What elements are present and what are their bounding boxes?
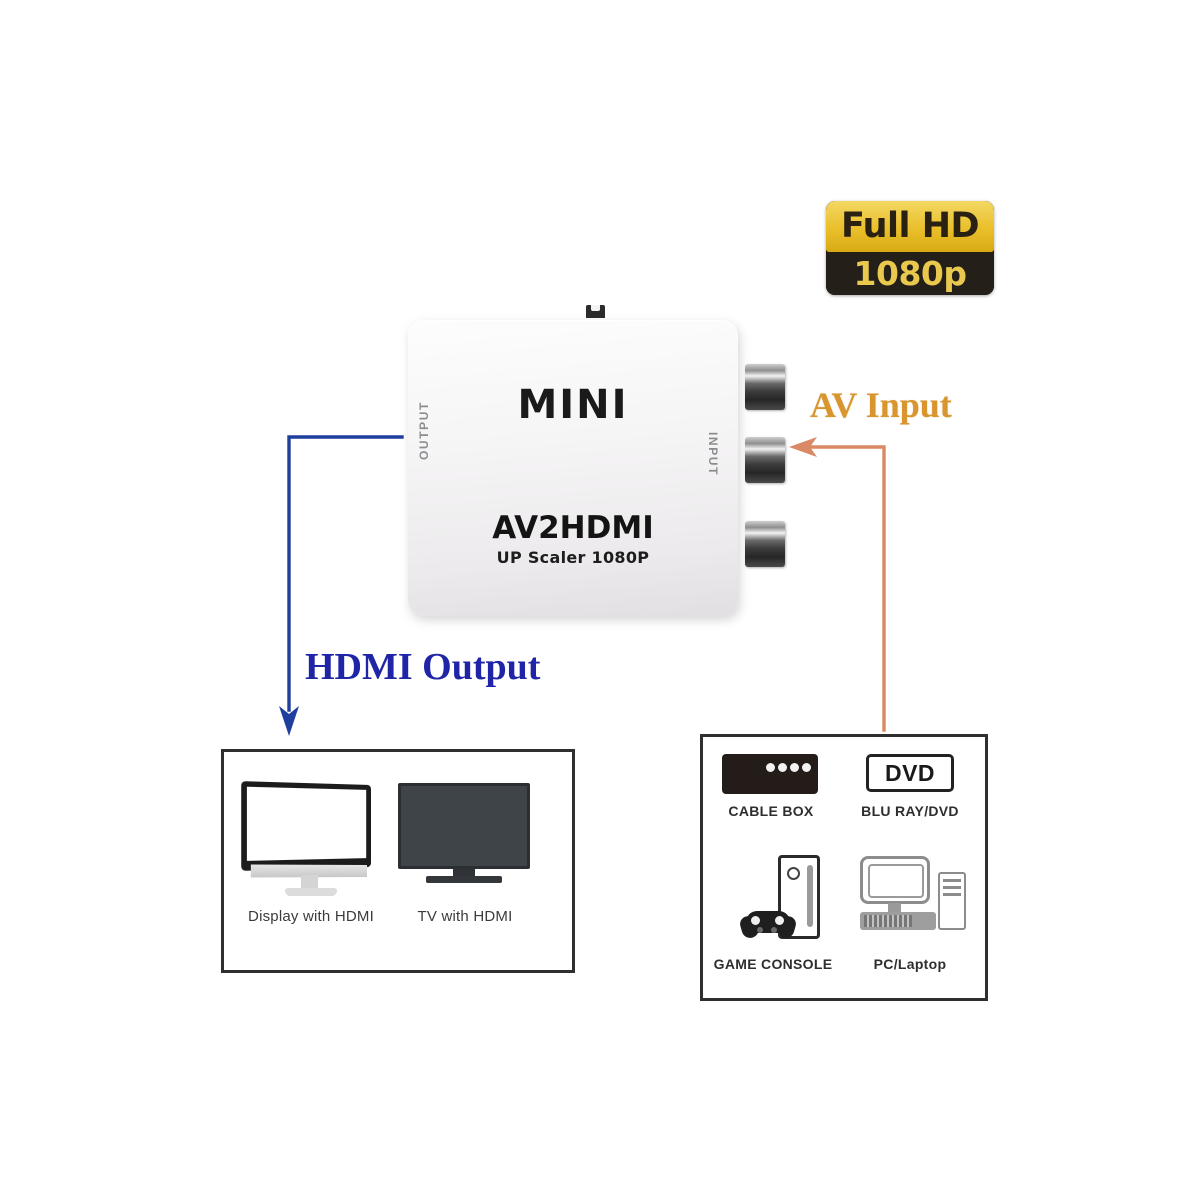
cable-box-led bbox=[766, 763, 775, 772]
gamepad-dpad bbox=[751, 916, 760, 925]
full-hd-badge-top-label: Full HD bbox=[840, 206, 980, 246]
rca-jack-audio-left bbox=[745, 437, 785, 483]
dvd-icon: DVD bbox=[866, 754, 954, 792]
source-caption-cable-box: CABLE BOX bbox=[728, 803, 814, 819]
av-input-arrow bbox=[789, 437, 886, 732]
console-disc-slot bbox=[807, 865, 813, 927]
pc-tower-bay bbox=[943, 893, 961, 896]
pc-keyboard bbox=[860, 912, 936, 930]
source-caption-pc-laptop: PC/Laptop bbox=[873, 956, 947, 972]
full-hd-badge: Full HD 1080p bbox=[826, 201, 994, 295]
pc-monitor-stand bbox=[888, 903, 901, 913]
pc-monitor-screen bbox=[868, 864, 924, 898]
full-hd-badge-bottom-label: 1080p bbox=[853, 254, 967, 293]
tv-base bbox=[426, 876, 502, 883]
hdmi-output-arrow bbox=[279, 435, 404, 736]
av2hdmi-converter-body: MINI AV2HDMI UP Scaler 1080P bbox=[408, 320, 738, 616]
tv-neck bbox=[453, 868, 475, 878]
display-caption-tv: TV with HDMI bbox=[417, 908, 513, 925]
pc-monitor bbox=[860, 856, 930, 904]
device-output-label: OUTPUT bbox=[417, 401, 431, 460]
dvd-badge-label: DVD bbox=[884, 759, 936, 786]
device-input-label: INPUT bbox=[706, 432, 720, 476]
gamepad-stick-left bbox=[757, 927, 763, 933]
full-hd-badge-bottom: 1080p bbox=[826, 252, 994, 295]
monitor-neck bbox=[301, 875, 318, 891]
console-power-button-icon bbox=[787, 867, 800, 880]
desktop-computer-icon bbox=[860, 856, 966, 946]
source-caption-blu-ray: BLU RAY/DVD bbox=[861, 803, 959, 819]
cable-box-icon bbox=[722, 754, 818, 794]
full-hd-badge-top: Full HD bbox=[826, 201, 994, 252]
monitor-screen bbox=[246, 786, 367, 861]
game-console-icon bbox=[738, 855, 840, 947]
gamepad-buttons bbox=[775, 916, 784, 925]
av-input-label: AV Input bbox=[810, 385, 952, 425]
gamepad-stick-right bbox=[771, 927, 777, 933]
cable-box-led bbox=[790, 763, 799, 772]
tv-screen bbox=[398, 783, 530, 869]
rca-jack-video bbox=[745, 364, 785, 410]
device-brand-label: MINI bbox=[517, 382, 629, 428]
source-caption-game-console: GAME CONSOLE bbox=[713, 956, 833, 972]
micro-usb-port-icon bbox=[586, 305, 605, 318]
display-caption-monitor: Display with HDMI bbox=[248, 908, 374, 925]
monitor-foot bbox=[285, 888, 337, 896]
pc-tower-bay bbox=[943, 886, 961, 889]
rca-jack-audio-right bbox=[745, 521, 785, 567]
hdmi-output-label: HDMI Output bbox=[305, 646, 541, 688]
cable-box-leds bbox=[766, 763, 811, 772]
device-subtitle-label: UP Scaler 1080P bbox=[496, 548, 650, 567]
pc-tower-bay bbox=[943, 879, 961, 882]
monitor-bezel bbox=[241, 781, 371, 871]
gamepad-icon bbox=[738, 907, 798, 940]
monitor-icon bbox=[241, 781, 375, 896]
cable-box-led bbox=[802, 763, 811, 772]
pc-tower bbox=[938, 872, 966, 930]
cable-box-led bbox=[778, 763, 787, 772]
device-model-label: AV2HDMI bbox=[492, 510, 654, 546]
tv-icon bbox=[398, 783, 530, 895]
